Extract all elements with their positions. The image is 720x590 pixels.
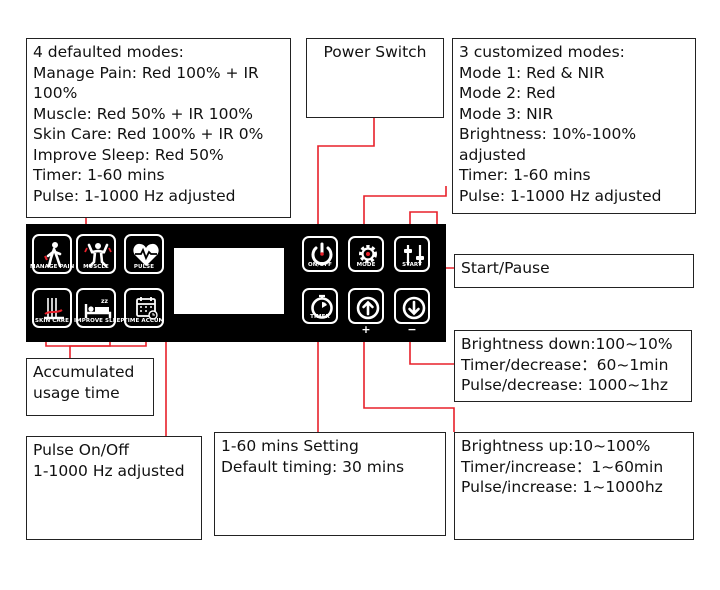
- manage-pain-label: MANAGE PAIN: [30, 264, 75, 270]
- leader-mode-group: [45, 342, 111, 347]
- mode-label: MODE: [356, 262, 376, 268]
- timer-button[interactable]: TIMER: [302, 288, 338, 324]
- plus-button[interactable]: +: [348, 288, 384, 335]
- callout-power-switch: Power Switch: [306, 38, 444, 118]
- on-off-label: ON/OFF: [307, 262, 333, 268]
- callout-accumulated: Accumulated usage time: [26, 358, 154, 416]
- start-button[interactable]: START: [394, 236, 430, 272]
- plus-symbol: +: [361, 323, 371, 336]
- display-screen: [174, 248, 284, 314]
- muscle-button[interactable]: MUSCLE: [76, 234, 116, 274]
- skin-layers-icon: [44, 298, 64, 320]
- improve-sleep-button[interactable]: zz IMPROVE SLEEP: [74, 288, 125, 328]
- start-label: START: [402, 262, 422, 268]
- time-accum-button[interactable]: TIME ACCUM: [124, 288, 164, 328]
- manage-pain-button[interactable]: MANAGE PAIN: [30, 234, 75, 274]
- callout-pulse-onoff: Pulse On/Off 1-1000 Hz adjusted: [26, 436, 202, 540]
- power-button[interactable]: ON/OFF: [302, 236, 338, 272]
- callout-custom-modes: 3 customized modes: Mode 1: Red & NIR Mo…: [452, 38, 696, 214]
- leader-brightness-up: [363, 329, 455, 432]
- pulse-button[interactable]: PULSE: [124, 234, 164, 274]
- bed-sleep-icon: zz: [84, 298, 112, 318]
- calendar-clock-icon: [136, 297, 158, 320]
- pulse-label: PULSE: [133, 264, 155, 270]
- skin-care-button[interactable]: SKIN CARE: [32, 288, 72, 328]
- muscle-label: MUSCLE: [83, 264, 109, 270]
- arrow-up-icon: [356, 296, 380, 320]
- sliders-icon: [404, 245, 424, 265]
- callout-default-modes: 4 defaulted modes: Manage Pain: Red 100%…: [26, 38, 291, 218]
- arrow-down-icon: [402, 296, 426, 320]
- muscle-icon: [84, 243, 112, 268]
- leader-power-switch: [317, 118, 375, 236]
- callout-brightness-up: Brightness up:10~100% Timer/increase：1~6…: [454, 432, 694, 540]
- time-accum-label: TIME ACCUM: [123, 318, 165, 324]
- power-icon: [311, 242, 333, 266]
- skin-care-label: SKIN CARE: [35, 318, 69, 324]
- svg-text:zz: zz: [101, 298, 108, 305]
- gear-icon: [359, 245, 377, 263]
- timer-label: TIMER: [310, 314, 330, 320]
- callout-start-pause: Start/Pause: [454, 254, 694, 288]
- callout-brightness-down: Brightness down:100~10% Timer/decrease：6…: [454, 330, 692, 402]
- heart-pulse-icon: [133, 243, 159, 266]
- minus-button[interactable]: −: [394, 288, 430, 335]
- mode-button[interactable]: MODE: [348, 236, 384, 272]
- walking-person-icon: [44, 242, 62, 268]
- control-panel: MANAGE PAIN MUSCLE SKIN CARE zz IMPROVE …: [26, 224, 446, 342]
- leader-custom-modes: [363, 186, 447, 236]
- callout-timer-setting: 1-60 mins Setting Default timing: 30 min…: [214, 432, 446, 536]
- minus-symbol: −: [407, 323, 417, 336]
- stopwatch-icon: [311, 294, 333, 319]
- improve-sleep-label: IMPROVE SLEEP: [74, 318, 125, 324]
